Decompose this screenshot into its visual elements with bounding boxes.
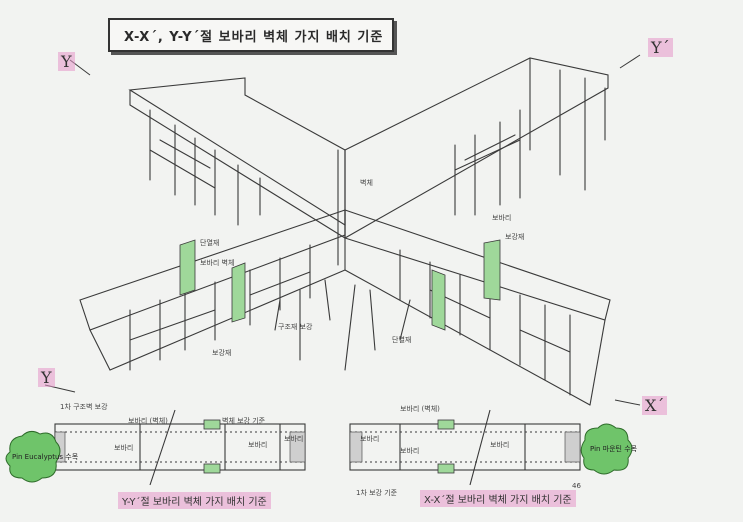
plan-right-label-c: 보바리 bbox=[400, 447, 420, 455]
plan-left-green-2 bbox=[203, 463, 221, 474]
plan-left-label-c: 보바리 bbox=[114, 444, 134, 452]
iso-note-7: 구조재 보강 bbox=[278, 323, 313, 331]
tree-right bbox=[580, 423, 633, 475]
plan-right-tree-label: Pin 마운틴 수목 bbox=[590, 445, 638, 453]
plan-left-tree-label: Pin Eucalyptus 수목 bbox=[12, 453, 79, 461]
plan-left-label-d: 보바리 bbox=[248, 441, 268, 449]
axis-label-y-bottom-left: Y bbox=[38, 368, 55, 387]
plan-left-label-a: 보바리 (벽체) bbox=[128, 417, 168, 425]
plan-left-label-top: 1차 구조벽 보강 bbox=[60, 403, 108, 411]
axis-label-y-top-right: Y´ bbox=[648, 38, 673, 57]
iso-note-4: 단열재 bbox=[200, 239, 220, 247]
plan-right-dim: 46 bbox=[572, 482, 581, 490]
iso-note-6: 보강재 bbox=[212, 349, 232, 357]
iso-note-3: 보강재 bbox=[505, 233, 525, 241]
green-panel-3 bbox=[431, 269, 446, 331]
plan-right-green-1 bbox=[437, 419, 455, 430]
plan-left-label-e: 보바리 bbox=[284, 435, 304, 443]
iso-note-8: 단열재 bbox=[392, 336, 412, 344]
plan-right-label-d: 1차 보강 기준 bbox=[356, 489, 398, 497]
plan-left-caption: Y-Y´절 보바리 벽체 가지 배치 기준 bbox=[118, 492, 271, 509]
plan-right-green-2 bbox=[437, 463, 455, 474]
wall-lower-right bbox=[344, 209, 611, 321]
plan-right-label-b: 보바리 bbox=[360, 435, 380, 443]
green-panel-1 bbox=[179, 239, 196, 296]
iso-note-1: 벽체 bbox=[360, 179, 373, 187]
tree-left bbox=[5, 430, 61, 483]
iso-note-5: 보바리 벽체 bbox=[200, 259, 235, 267]
plan-right bbox=[349, 409, 581, 486]
plan-right-label-a: 보바리 (벽체) bbox=[400, 405, 440, 413]
axis-label-x-bottom-right: X´ bbox=[642, 396, 668, 415]
wall-upper-left bbox=[128, 77, 346, 226]
plan-right-caption: X-X´절 보바리 벽체 가지 배치 기준 bbox=[420, 490, 576, 507]
plan-left bbox=[54, 409, 306, 486]
plan-left-green-1 bbox=[203, 419, 221, 430]
wall-upper-right bbox=[344, 57, 609, 239]
iso-note-2: 보바리 bbox=[492, 214, 512, 222]
plan-right-label-e: 보바리 bbox=[490, 441, 510, 449]
green-panel-2 bbox=[231, 262, 246, 323]
wall-lower-left bbox=[79, 209, 346, 331]
title-box: X-X´, Y-Y´절 보바리 벽체 가지 배치 기준 bbox=[108, 18, 394, 52]
green-panel-4 bbox=[483, 239, 501, 301]
page-title: X-X´, Y-Y´절 보바리 벽체 가지 배치 기준 bbox=[124, 30, 384, 45]
plan-left-label-b: 벽체 보강 기준 bbox=[222, 417, 266, 425]
axis-label-y-top-left: Y bbox=[58, 52, 75, 71]
